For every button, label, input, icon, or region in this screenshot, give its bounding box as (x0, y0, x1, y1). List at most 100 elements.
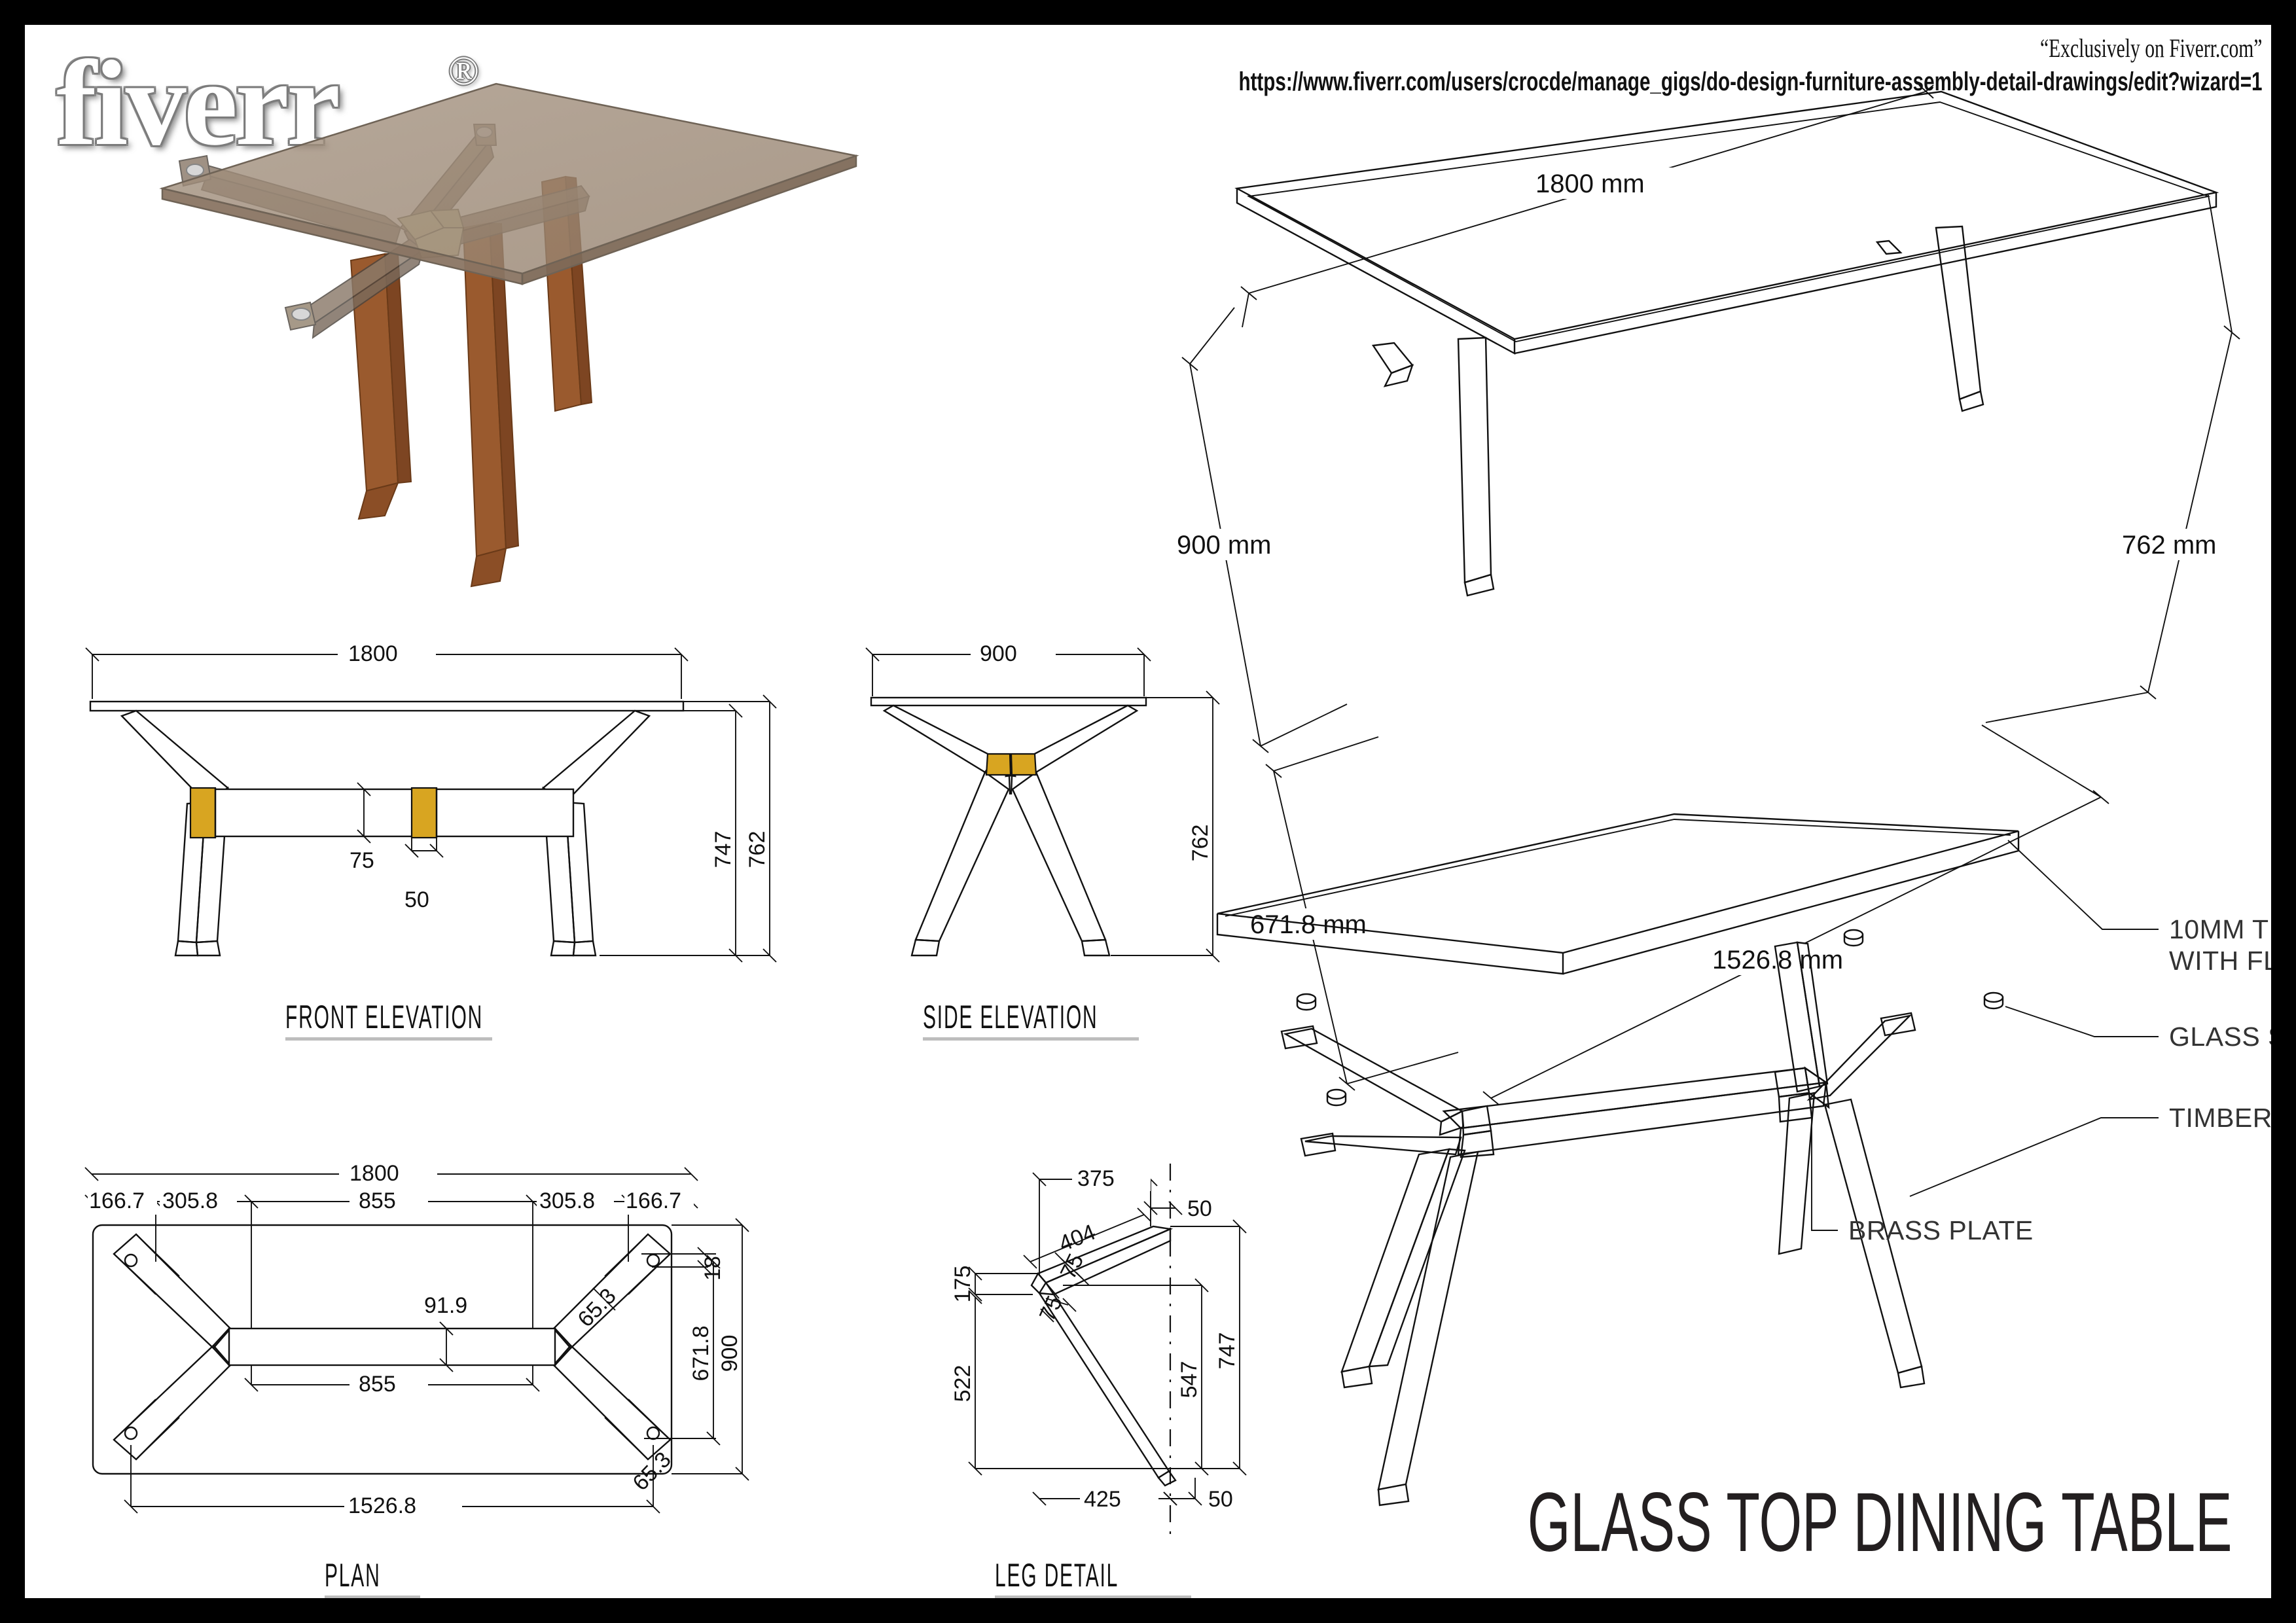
svg-text:BRASS PLATE: BRASS PLATE (1848, 1215, 2034, 1245)
leg-dim-425: 425 (1032, 1484, 1177, 1512)
svg-text:75: 75 (1035, 1293, 1067, 1325)
svg-text:762: 762 (745, 831, 770, 868)
plan-dim-65-3: 65.3 65.3 (573, 1283, 716, 1495)
svg-text:166.7: 166.7 (626, 1188, 681, 1213)
svg-text:65.3: 65.3 (628, 1447, 675, 1495)
plan-view: 1800 166.7 305.8 855 305.8 166.7 (84, 1160, 749, 1520)
svg-text:747: 747 (1215, 1332, 1240, 1370)
plan-label: PLAN (325, 1557, 381, 1594)
header-text-block: “Exclusively on Fiverr.com” https://www.… (879, 33, 2262, 97)
svg-text:547: 547 (1177, 1361, 1202, 1399)
iso-dim-height: 762 mm (1985, 194, 2265, 723)
svg-text:900: 900 (717, 1335, 742, 1372)
svg-text:166.7: 166.7 (89, 1188, 145, 1213)
side-dim-900: 900 (865, 639, 1151, 696)
leg-dim-747: 747 (1170, 1219, 1247, 1476)
svg-text:75: 75 (350, 848, 374, 873)
registered-trademark-icon: ® (448, 49, 479, 94)
plan-dim-671-8: 671.8 (689, 1255, 721, 1446)
plan-dim-900: 900 (672, 1218, 749, 1481)
render-glass-top (159, 82, 859, 285)
exploded-isometric-view: 10MM TEMPERED WITH FLAT EDGE GLASS GLASS… (1216, 813, 2271, 1507)
tagline-text: “Exclusively on Fiverr.com” (2039, 33, 2262, 63)
svg-text:762 mm: 762 mm (2122, 531, 2217, 560)
plan-glass-outline (92, 1224, 673, 1475)
callout-glass: 10MM TEMPERED WITH FLAT EDGE GLASS (2169, 914, 2271, 976)
gig-url-text: https://www.fiverr.com/users/crocde/mana… (1238, 67, 2262, 96)
front-glass-top (89, 700, 685, 712)
leg-dim-175: 175 (950, 1266, 1038, 1303)
leg-dim-547: 547 (1063, 1278, 1209, 1476)
label-underline (995, 1596, 1191, 1598)
side-dim-762: 762 (1111, 690, 1220, 963)
side-glass-top (870, 696, 1147, 707)
svg-text:175: 175 (950, 1266, 975, 1303)
leg-outline (1030, 1225, 1177, 1487)
plan-label-block: PLAN (325, 1556, 420, 1598)
drawing-title: GLASS TOP DINING TABLE (1527, 1476, 2232, 1569)
leg-detail-label: LEG DETAIL (995, 1557, 1119, 1594)
iso-dim-width: 900 mm (1169, 307, 1348, 753)
iso-table-outline (1234, 90, 2219, 597)
svg-text:50: 50 (404, 887, 429, 912)
svg-text:1800: 1800 (350, 1161, 399, 1186)
exploded-timber-base (1280, 941, 1926, 1507)
svg-text:762: 762 (1188, 825, 1213, 862)
svg-text:1800: 1800 (348, 641, 398, 666)
svg-text:900: 900 (980, 641, 1017, 666)
side-elevation-label-block: SIDE ELEVATION (923, 998, 1139, 1041)
leg-detail-label-block: LEG DETAIL (995, 1556, 1191, 1598)
svg-text:50: 50 (1187, 1196, 1212, 1221)
exploded-callout-leaders (1811, 840, 2159, 1231)
fiverr-wordmark: fiverr (56, 36, 340, 171)
svg-text:TIMBER BASE: TIMBER BASE (2169, 1103, 2271, 1133)
svg-text:855: 855 (359, 1372, 396, 1397)
drawing-sheet: fiverr ® “Exclusively on Fiverr.com” htt… (25, 25, 2271, 1598)
svg-text:425: 425 (1084, 1487, 1121, 1512)
front-dim-1800: 1800 (85, 639, 689, 699)
front-elevation-view: 1800 75 (85, 639, 777, 963)
svg-text:GLASS STUD (25MM): GLASS STUD (25MM) (2169, 1022, 2271, 1052)
front-dim-75: 75 (350, 782, 374, 873)
callout-timber: TIMBER BASE (2169, 1103, 2271, 1133)
svg-text:747: 747 (711, 831, 736, 868)
svg-text:91.9: 91.9 (424, 1293, 467, 1318)
label-underline (923, 1037, 1139, 1041)
plan-timber-base (113, 1233, 672, 1461)
leg-dim-50-top: 50 (1143, 1196, 1212, 1221)
side-brass-plate (985, 753, 1037, 776)
front-dim-747: 747 (600, 704, 743, 963)
exploded-glass-studs (1296, 929, 2004, 1107)
leg-dim-50-bottom: 50 (1163, 1478, 1233, 1512)
label-underline (325, 1596, 420, 1598)
side-elevation-label: SIDE ELEVATION (923, 999, 1098, 1035)
leg-detail-view: 375 50 404 75 (950, 1164, 1247, 1543)
svg-text:10MM TEMPERED: 10MM TEMPERED (2169, 914, 2271, 944)
leg-dim-522: 522 (950, 1290, 1157, 1476)
svg-text:305.8: 305.8 (539, 1188, 595, 1213)
front-dim-50: 50 (404, 838, 444, 912)
svg-text:50: 50 (1208, 1487, 1233, 1512)
svg-text:305.8: 305.8 (162, 1188, 218, 1213)
front-elevation-label-block: FRONT ELEVATION (285, 998, 492, 1041)
svg-text:WITH FLAT EDGE GLASS: WITH FLAT EDGE GLASS (2169, 946, 2271, 976)
svg-text:855: 855 (359, 1188, 396, 1213)
fiverr-logo: fiverr ® (56, 36, 479, 171)
perspective-render-view (159, 82, 859, 588)
isometric-dimensioned-view: 1800 mm 900 mm 762 mm 671.8 mm (1169, 84, 2265, 1105)
plan-dim-chain: 166.7 305.8 855 305.8 166.7 (84, 1187, 698, 1332)
svg-text:900 mm: 900 mm (1177, 531, 1272, 560)
plan-dim-18: 18 (641, 1247, 725, 1281)
svg-text:375: 375 (1077, 1166, 1115, 1191)
svg-text:65.3: 65.3 (573, 1283, 620, 1332)
plan-dim-91-9: 91.9 (418, 1292, 496, 1372)
svg-text:1526.8: 1526.8 (348, 1493, 416, 1518)
side-elevation-view: 900 762 (865, 639, 1220, 963)
svg-text:671.8: 671.8 (689, 1325, 713, 1381)
svg-text:1800 mm: 1800 mm (1535, 169, 1645, 198)
iso-dim-length: 1800 mm (1240, 84, 1934, 328)
label-underline (285, 1037, 492, 1041)
front-dim-762: 762 (683, 694, 777, 963)
exploded-glass-top (1216, 813, 2020, 975)
plan-dim-1526-8: 1526.8 (124, 1445, 660, 1520)
